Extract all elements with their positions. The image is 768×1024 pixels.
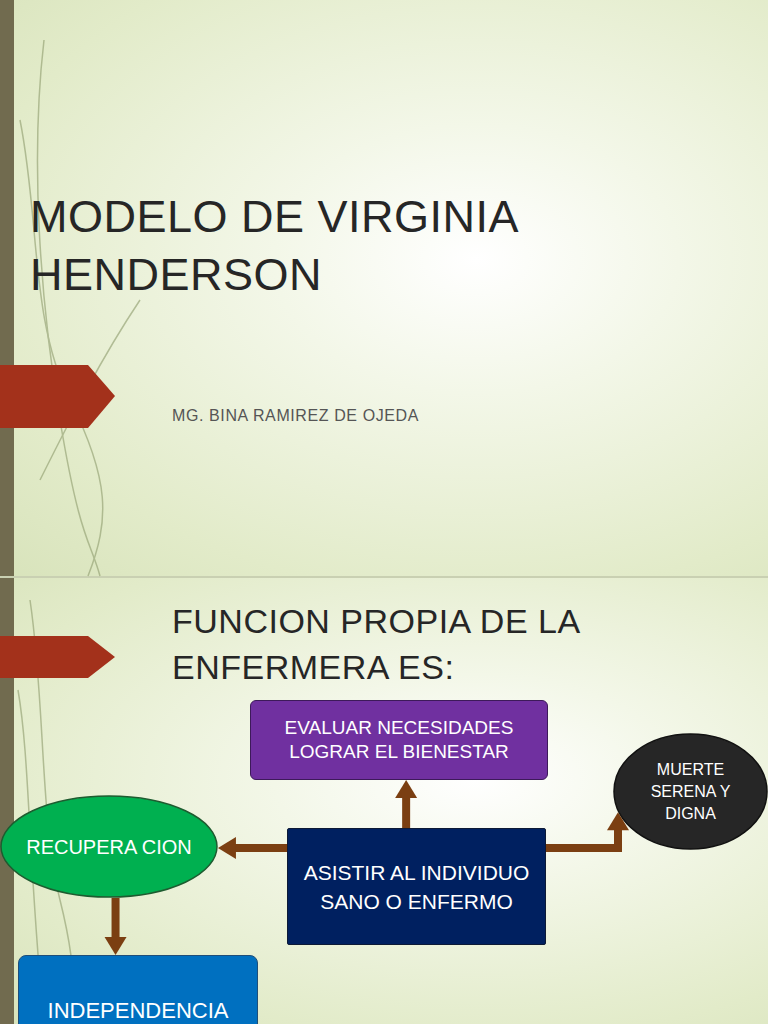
- arrow-shaft: [235, 844, 287, 852]
- node-text: MUERTE SERENA Y DIGNA: [635, 759, 747, 825]
- outcome-ellipse: RECUPERA CION: [0, 795, 218, 898]
- arrow-connector: [218, 837, 287, 859]
- decorative-curve: [40, 300, 140, 480]
- arrow-head: [395, 780, 417, 798]
- author-name: MG. BINA RAMIREZ DE OJEDA: [172, 406, 672, 426]
- slide-separator: [0, 576, 768, 578]
- arrow-head: [105, 937, 127, 955]
- process-box: EVALUAR NECESIDADES LOGRAR EL BIENESTAR: [250, 700, 548, 780]
- process-box: INDEPENDENCIA: [18, 955, 258, 1024]
- arrow-connector: [546, 812, 629, 848]
- accent-arrow: [0, 365, 115, 428]
- arrow-shaft: [402, 797, 410, 828]
- node-text: RECUPERA CION: [20, 832, 198, 862]
- process-box: ASISTIR AL INDIVIDUO SANO O ENFERMO: [287, 828, 546, 945]
- decorative-curve: [20, 120, 103, 576]
- arrow-shaft: [112, 898, 120, 938]
- node-text: ASISTIR AL INDIVIDUO SANO O ENFERMO: [288, 858, 545, 916]
- arrow-connector: [105, 898, 127, 955]
- arrow-shaft: [546, 829, 618, 848]
- side-bar: [0, 578, 14, 1024]
- ellipse-shape: [1, 796, 217, 897]
- outcome-ellipse: MUERTE SERENA Y DIGNA: [613, 733, 768, 850]
- decorative-curve: [37, 40, 100, 576]
- node-text: INDEPENDENCIA: [42, 997, 235, 1024]
- slide-title: MODELO DE VIRGINIA HENDERSON: [30, 188, 630, 304]
- arrow-head: [218, 837, 236, 859]
- side-bar: [0, 0, 14, 576]
- arrow-connector: [395, 780, 417, 828]
- accent-arrow: [0, 636, 115, 678]
- ellipse-shape: [614, 734, 767, 849]
- node-text: EVALUAR NECESIDADES LOGRAR EL BIENESTAR: [251, 716, 547, 764]
- slide-heading: FUNCION PROPIA DE LA ENFERMERA ES:: [172, 598, 642, 690]
